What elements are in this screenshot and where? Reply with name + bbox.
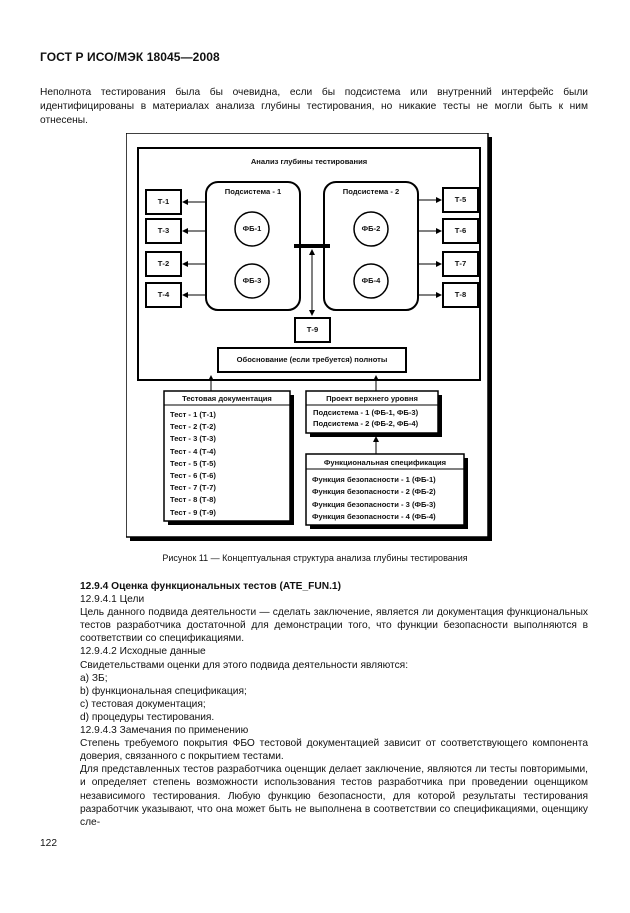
list-item: Функция безопасности - 1 (ФБ-1) (312, 475, 436, 484)
list-item: Тест - 4 (Т-4) (170, 446, 216, 456)
paragraph: Цель данного подвида деятельности — сдел… (80, 607, 588, 645)
list-item: Тест - 1 (Т-1) (170, 410, 216, 419)
test-docs-title: Тестовая документация (182, 394, 272, 403)
list-item: Подсистема - 1 (ФБ-1, ФБ-3) (313, 408, 419, 417)
fb-2-circle (353, 211, 389, 247)
list-item: Тест - 9 (Т-9) (170, 507, 216, 517)
subsection-heading: 12.9.4.3 Замечания по применению (80, 725, 249, 737)
list-item: Функция безопасности - 2 (ФБ-2) (312, 487, 436, 497)
fb-3-label: ФБ-3 (242, 276, 262, 285)
test-box-label: Т-3 (157, 226, 170, 235)
test-docs-box (163, 390, 291, 522)
list-item: Тест - 5 (Т-5) (170, 458, 216, 468)
test-box-label: Т-2 (157, 259, 170, 268)
justification-label: Обоснование (если требуется) полноты (236, 355, 388, 364)
paragraph: Степень требуемого покрытия ФБО тестовой… (80, 738, 588, 763)
test-box-label: Т-6 (454, 226, 467, 235)
subsection-heading: 12.9.4.1 Цели (80, 594, 145, 606)
list-item: Тест - 2 (Т-2) (170, 422, 216, 432)
paragraph: Для представленных тестов разработчика о… (80, 764, 588, 828)
diagram-graphics (126, 133, 492, 541)
interface-bar (294, 244, 330, 248)
fb-4-label: ФБ-4 (361, 276, 381, 285)
figure-caption: Рисунок 11 — Концептуальная структура ан… (162, 553, 468, 563)
test-box-label: Т-5 (454, 195, 467, 204)
list-item: Функция безопасности - 3 (ФБ-3) (312, 499, 436, 509)
list-item: Тест - 3 (Т-3) (170, 434, 216, 444)
paragraph: Свидетельствами оценки для этого подвида… (80, 659, 409, 671)
subsystem-1-title: Подсистема - 1 (224, 187, 282, 196)
test-box-label: Т-7 (454, 259, 467, 268)
page-number: 122 (40, 838, 57, 849)
functional-spec-list: Функция безопасности - 1 (ФБ-1) Функция … (312, 474, 436, 524)
subsystem-2-title: Подсистема - 2 (342, 187, 400, 196)
list-item: Тест - 7 (Т-7) (170, 483, 216, 493)
main-body: 12.9.4 Оценка функциональных тестов (ATE… (40, 580, 588, 829)
analysis-title: Анализ глубины тестирования (250, 157, 368, 166)
list-item: Тест - 8 (Т-8) (170, 495, 216, 505)
fb-1-label: ФБ-1 (242, 224, 262, 233)
page-header: ГОСТ Р ИСО/МЭК 18045—2008 (40, 50, 220, 64)
list-item: d) процедуры тестирования. (80, 711, 215, 723)
high-level-design-list: Подсистема - 1 (ФБ-1, ФБ-3) Подсистема -… (313, 407, 418, 429)
t9-box (294, 317, 331, 343)
justification-box (217, 347, 407, 373)
fb-3-circle (234, 263, 270, 299)
test-box-label: Т-1 (157, 197, 170, 206)
section-heading: 12.9.4 Оценка функциональных тестов (ATE… (80, 581, 341, 592)
test-box-label: Т-8 (454, 290, 467, 299)
list-item: c) тестовая документация; (80, 698, 206, 710)
functional-spec-box (305, 453, 465, 526)
fb-2-label: ФБ-2 (361, 224, 381, 233)
high-level-design-box (305, 390, 439, 434)
list-item: Подсистема - 2 (ФБ-2, ФБ-4) (313, 419, 419, 428)
list-item: Тест - 6 (Т-6) (170, 471, 216, 481)
subsection-heading: 12.9.4.2 Исходные данные (80, 646, 206, 658)
high-level-design-title: Проект верхнего уровня (326, 394, 418, 403)
intro-paragraph: Неполнота тестирования была бы очевидна,… (40, 87, 588, 126)
t9-label: Т-9 (306, 325, 319, 334)
fb-4-circle (353, 263, 389, 299)
figure-diagram: Анализ глубины тестирования Подсистема -… (126, 133, 492, 541)
list-item: а) ЗБ; (80, 672, 108, 684)
test-box-label: Т-4 (157, 290, 170, 299)
list-item: Функция безопасности - 4 (ФБ-4) (312, 512, 436, 522)
functional-spec-title: Функциональная спецификация (323, 458, 447, 467)
test-docs-list: Тест - 1 (Т-1) Тест - 2 (Т-2) Тест - 3 (… (170, 409, 216, 519)
list-item: b) функциональная спецификация; (80, 685, 247, 697)
fb-1-circle (234, 211, 270, 247)
